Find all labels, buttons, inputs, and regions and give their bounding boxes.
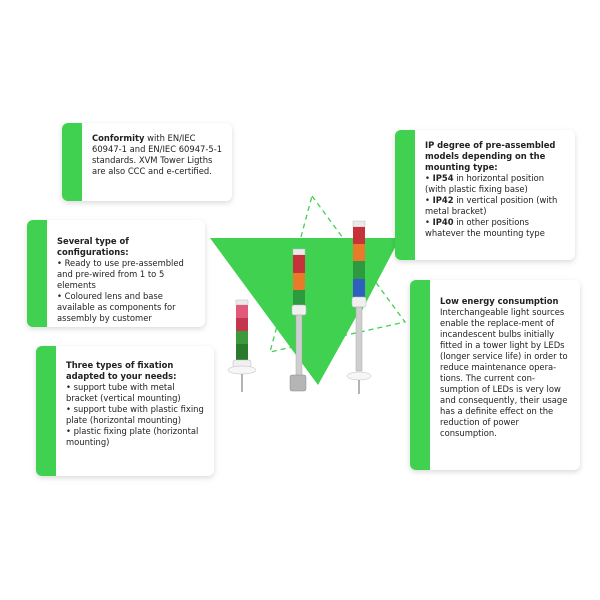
card-accent-bar	[410, 280, 430, 470]
energy-title: Low energy consumption	[440, 296, 559, 306]
conformity-card: Conformity with EN/IEC 60947-1 and EN/IE…	[62, 123, 232, 201]
tower-light-small	[227, 299, 257, 392]
tower-light-medium	[289, 248, 307, 392]
fixation-title: Three types of fixation adapted to your …	[66, 360, 177, 381]
fixation-card: Three types of fixation adapted to your …	[36, 346, 214, 476]
ip-title: IP degree of pre-assembled models depend…	[425, 140, 556, 172]
conformity-text: Conformity with EN/IEC 60947-1 and EN/IE…	[92, 133, 223, 176]
fixation-item: • support tube with plastic fixing plate…	[66, 404, 204, 425]
configurations-item: • Ready to use pre-assembled and pre-wir…	[57, 258, 184, 290]
ip-item: • IP40 in other positions whatever the m…	[425, 217, 545, 238]
ip-degree-card: IP degree of pre-assembled models depend…	[395, 130, 575, 260]
ip-item: • IP54 in horizontal position (with plas…	[425, 173, 545, 194]
configurations-item: • Coloured lens and base available as co…	[57, 291, 176, 323]
ip-item: • IP42 in vertical position (with metal …	[425, 195, 558, 216]
energy-card: Low energy consumption Interchangeable l…	[410, 280, 580, 470]
fixation-item: • plastic fixing plate (horizontal mount…	[66, 426, 199, 447]
tower-light-tall	[346, 220, 372, 394]
configurations-title: Several type of configurations:	[57, 236, 129, 257]
card-accent-bar	[62, 123, 82, 201]
configurations-card: Several type of configurations: • Ready …	[27, 220, 205, 327]
fixation-item: • support tube with metal bracket (verti…	[66, 382, 181, 403]
card-accent-bar	[395, 130, 415, 260]
card-accent-bar	[27, 220, 47, 327]
energy-text: Interchangeable light sources enable the…	[440, 307, 568, 438]
dashed-triangle-decoration	[269, 194, 407, 353]
card-accent-bar	[36, 346, 56, 476]
